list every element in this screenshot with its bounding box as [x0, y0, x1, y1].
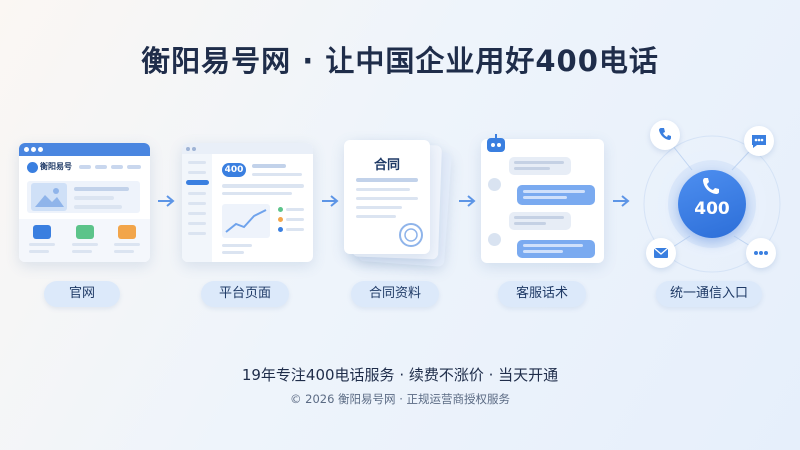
copyright: © 2026 衡阳易号网 · 正规运营商授权服务	[289, 392, 511, 406]
contract-title: 合同	[373, 158, 400, 173]
step-label-chat-script: 客服话术	[498, 281, 586, 307]
contract-icon: 合同	[342, 138, 454, 268]
step-label-platform-page: 平台页面	[201, 281, 289, 307]
phone-call-icon	[703, 178, 719, 194]
phone-hub-icon: 400	[640, 118, 790, 278]
arrow-right-icon	[459, 195, 476, 207]
step-label-website: 官网	[44, 281, 120, 307]
more-icon	[746, 238, 776, 268]
tagline: 19年专注400电话服务 · 续费不涨价 · 当天开通	[241, 366, 559, 384]
message-icon	[744, 126, 774, 156]
seal-icon	[399, 223, 423, 247]
phone-badge-icon	[650, 120, 680, 150]
robot-icon	[487, 134, 505, 152]
arrow-right-icon	[613, 195, 630, 207]
step-label-contract: 合同资料	[351, 281, 439, 307]
step-label-phone-hub: 统一通信入口	[656, 281, 762, 307]
chat-script-icon	[481, 134, 604, 263]
page-title: 衡阳易号网 · 让中国企业用好400电话	[141, 44, 659, 78]
arrow-right-icon	[158, 195, 175, 207]
mail-icon	[646, 238, 676, 268]
image-placeholder-icon	[31, 183, 67, 211]
website-icon: 衡阳易号	[19, 143, 150, 262]
line-chart-icon	[222, 204, 270, 238]
hub-number: 400	[694, 199, 730, 219]
platform-page-icon: 400	[182, 143, 313, 262]
platform-badge: 400	[222, 163, 246, 177]
site-logo-text: 衡阳易号	[40, 162, 72, 171]
arrow-right-icon	[322, 195, 339, 207]
